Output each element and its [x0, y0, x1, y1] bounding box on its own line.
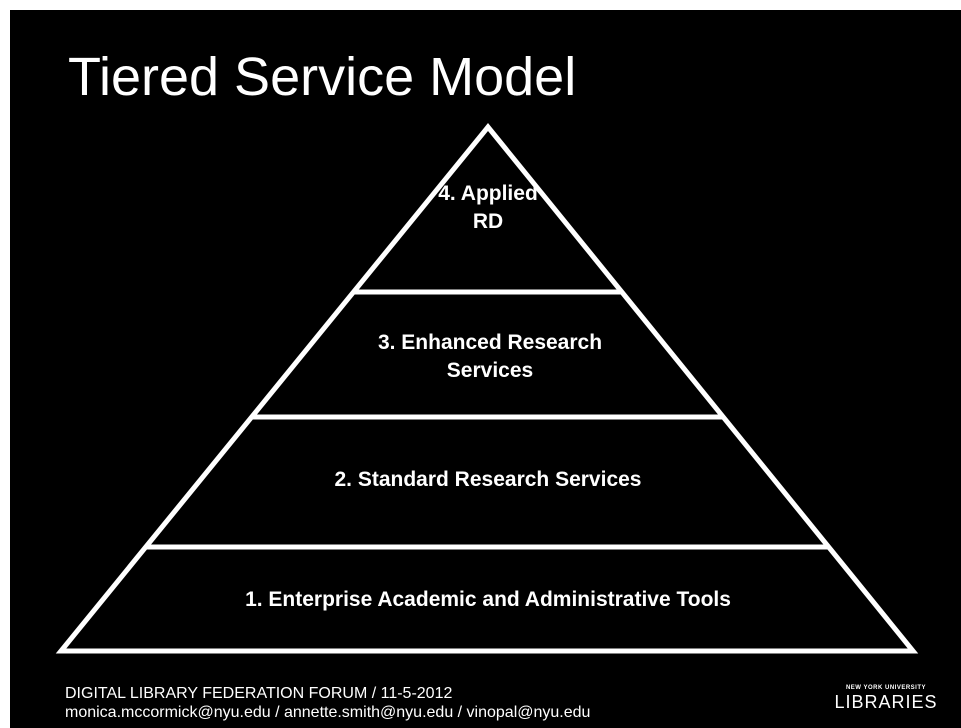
tier-1-label: 1. Enterprise Academic and Administrativ… [245, 588, 731, 611]
pyramid-outline [55, 123, 919, 654]
tier-3-label: 3. Enhanced Research Services [377, 331, 603, 382]
footer-event-line: DIGITAL LIBRARY FEDERATION FORUM / 11-5-… [65, 685, 453, 702]
logo-university-text: NEW YORK UNIVERSITY [845, 685, 927, 691]
logo-libraries-text: LIBRARIES [834, 692, 938, 712]
footer-emails-line: monica.mccormick@nyu.edu / annette.smith… [65, 704, 591, 721]
nyu-libraries-logo: NEW YORK UNIVERSITY LIBRARIES [830, 684, 942, 712]
tier-2-label: 2. Standard Research Services [334, 468, 642, 491]
tier-4-label: 4. Applied RD [438, 182, 538, 233]
slide-title: Tiered Service Model [68, 47, 577, 107]
